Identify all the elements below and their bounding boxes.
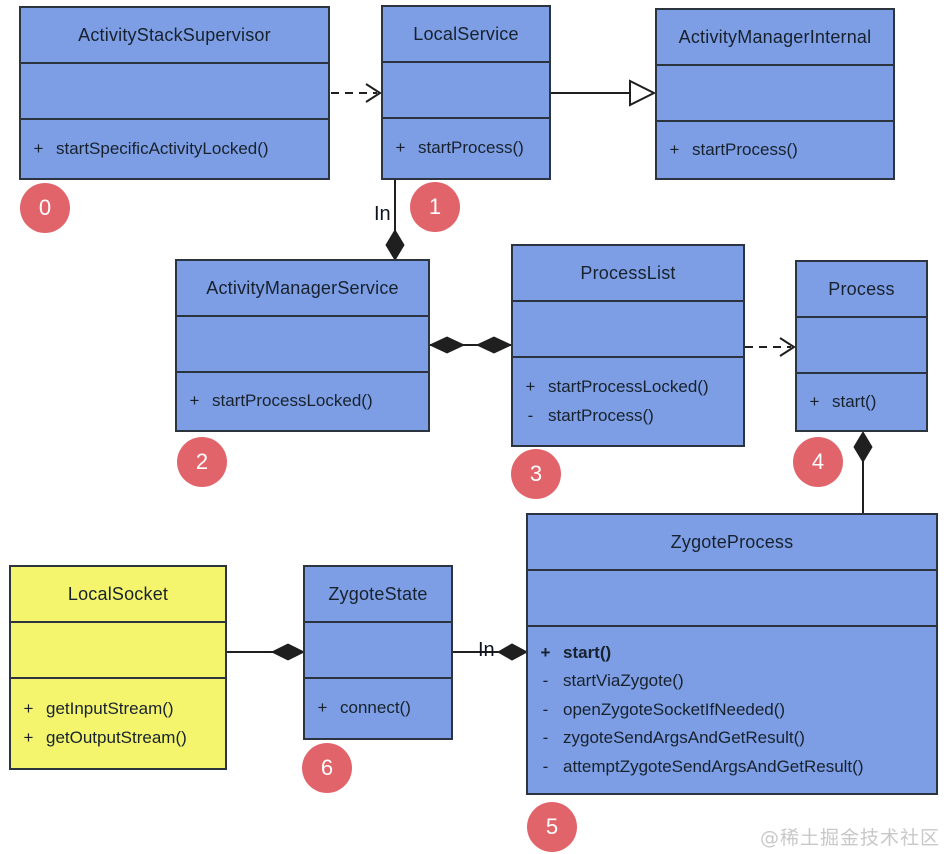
edge-realization-localservice-ami [551, 79, 657, 107]
class-zygote-state: ZygoteState +connect() [303, 565, 453, 740]
methods-compartment: +connect() [305, 679, 451, 738]
fields-compartment [305, 623, 451, 679]
method-item: -attemptZygoteSendArgsAndGetResult() [542, 756, 864, 776]
method-item: +start() [809, 391, 877, 411]
class-activity-stack-supervisor: ActivityStackSupervisor +startSpecificAc… [19, 6, 330, 180]
class-activity-manager-service: ActivityManagerService +startProcessLock… [175, 259, 430, 432]
fields-compartment [21, 64, 328, 120]
fields-compartment [797, 318, 926, 374]
method-item: +startSpecificActivityLocked() [33, 138, 269, 158]
method-item: +start() [540, 642, 612, 662]
methods-compartment: +startProcessLocked() -startProcess() [513, 358, 743, 445]
class-local-socket: LocalSocket +getInputStream() +getOutput… [9, 565, 227, 770]
step-badge-6: 6 [302, 743, 352, 793]
methods-compartment: +start() [797, 374, 926, 430]
class-name: LocalSocket [11, 567, 225, 623]
step-badge-3: 3 [511, 449, 561, 499]
fields-compartment [383, 63, 549, 119]
fields-compartment [177, 317, 428, 373]
class-process: Process +start() [795, 260, 928, 432]
method-item: +startProcessLocked() [525, 377, 709, 396]
method-item: +getInputStream() [23, 699, 174, 718]
class-name: ZygoteProcess [528, 515, 936, 571]
step-badge-1: 1 [410, 182, 460, 232]
class-name: Process [797, 262, 926, 318]
step-badge-2: 2 [177, 437, 227, 487]
method-item: +startProcess() [395, 138, 524, 158]
class-local-service: LocalService +startProcess() [381, 5, 551, 180]
edge-composition-ams-processlist [428, 336, 513, 354]
watermark: @稀土掘金技术社区 [759, 827, 940, 849]
methods-compartment: +getInputStream() +getOutputStream() [11, 679, 225, 768]
class-process-list: ProcessList +startProcessLocked() -start… [511, 244, 745, 447]
step-badge-5: 5 [527, 802, 577, 852]
method-item: +startProcessLocked() [189, 391, 373, 411]
edge-dependency-processlist-process [745, 337, 796, 357]
methods-compartment: +start() -startViaZygote() -openZygoteSo… [528, 627, 936, 793]
edge-composition-localsocket-zygotestate [227, 643, 306, 661]
method-item: +getOutputStream() [23, 727, 187, 747]
method-item: +connect() [317, 698, 411, 718]
method-item: +startProcess() [669, 139, 798, 159]
method-item: -startProcess() [527, 405, 654, 425]
step-badge-0: 0 [20, 183, 70, 233]
step-badge-4: 4 [793, 437, 843, 487]
edge-composition-process-zygoteprocess [853, 431, 873, 515]
fields-compartment [528, 571, 936, 627]
fields-compartment [657, 66, 893, 122]
edge-label-in-bottom: In [478, 639, 495, 661]
method-item: -zygoteSendArgsAndGetResult() [542, 728, 805, 748]
methods-compartment: +startProcess() [383, 119, 549, 178]
class-activity-manager-internal: ActivityManagerInternal +startProcess() [655, 8, 895, 180]
method-item: -openZygoteSocketIfNeeded() [542, 699, 786, 719]
fields-compartment [513, 302, 743, 358]
class-name: ProcessList [513, 246, 743, 302]
method-item: -startViaZygote() [542, 671, 684, 691]
class-name: ZygoteState [305, 567, 451, 623]
edge-dependency-ass-localservice [331, 83, 382, 103]
class-name: ActivityStackSupervisor [21, 8, 328, 64]
methods-compartment: +startSpecificActivityLocked() [21, 120, 328, 178]
class-name: LocalService [383, 7, 549, 63]
class-zygote-process: ZygoteProcess +start() -startViaZygote()… [526, 513, 938, 795]
methods-compartment: +startProcess() [657, 122, 893, 178]
edge-label-in-top: In [374, 203, 391, 225]
methods-compartment: +startProcessLocked() [177, 373, 428, 430]
class-name: ActivityManagerService [177, 261, 428, 317]
fields-compartment [11, 623, 225, 679]
class-name: ActivityManagerInternal [657, 10, 893, 66]
